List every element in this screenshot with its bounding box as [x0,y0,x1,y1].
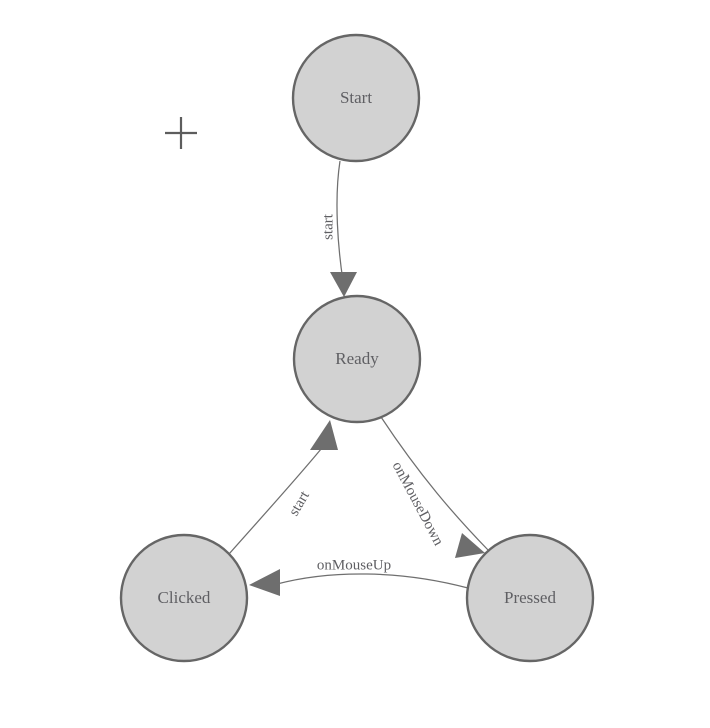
edge-path-start-to-ready [336,160,344,282]
node-start-shape [291,33,421,163]
node-ready[interactable]: Ready [292,294,422,424]
edge-pressed-to-clicked[interactable]: onMouseUp [249,557,469,596]
edge-label-pressed-to-clicked: onMouseUp [317,557,391,573]
node-clicked-shape [119,533,249,663]
edge-label-ready-to-pressed: onMouseDown [389,459,447,549]
edge-clicked-to-ready[interactable]: start [228,420,338,555]
node-pressed[interactable]: Pressed [465,533,595,663]
node-pressed-label: Pressed [504,588,556,607]
node-ready-label: Ready [335,349,379,368]
edge-label-start-to-ready: start [320,213,336,240]
crosshair-icon[interactable] [165,117,197,149]
arrowhead-into-ready-from-start [330,272,357,297]
node-clicked[interactable]: Clicked [119,533,249,663]
edge-path-pressed-to-clicked [276,573,469,589]
arrowhead-into-pressed [455,533,485,558]
node-start-label: Start [340,88,372,107]
node-pressed-shape [465,533,595,663]
edge-ready-to-pressed[interactable]: onMouseDown [380,416,490,558]
node-start[interactable]: Start [291,33,421,163]
arrowhead-into-ready-from-clicked [310,420,338,450]
node-clicked-label: Clicked [158,588,211,607]
edge-label-clicked-to-ready: start [286,488,313,519]
edge-path-ready-to-pressed [380,416,490,552]
edge-start-to-ready[interactable]: start [320,160,357,297]
edge-path-clicked-to-ready [228,442,327,555]
arrowhead-into-clicked [249,569,280,596]
node-ready-shape [292,294,422,424]
